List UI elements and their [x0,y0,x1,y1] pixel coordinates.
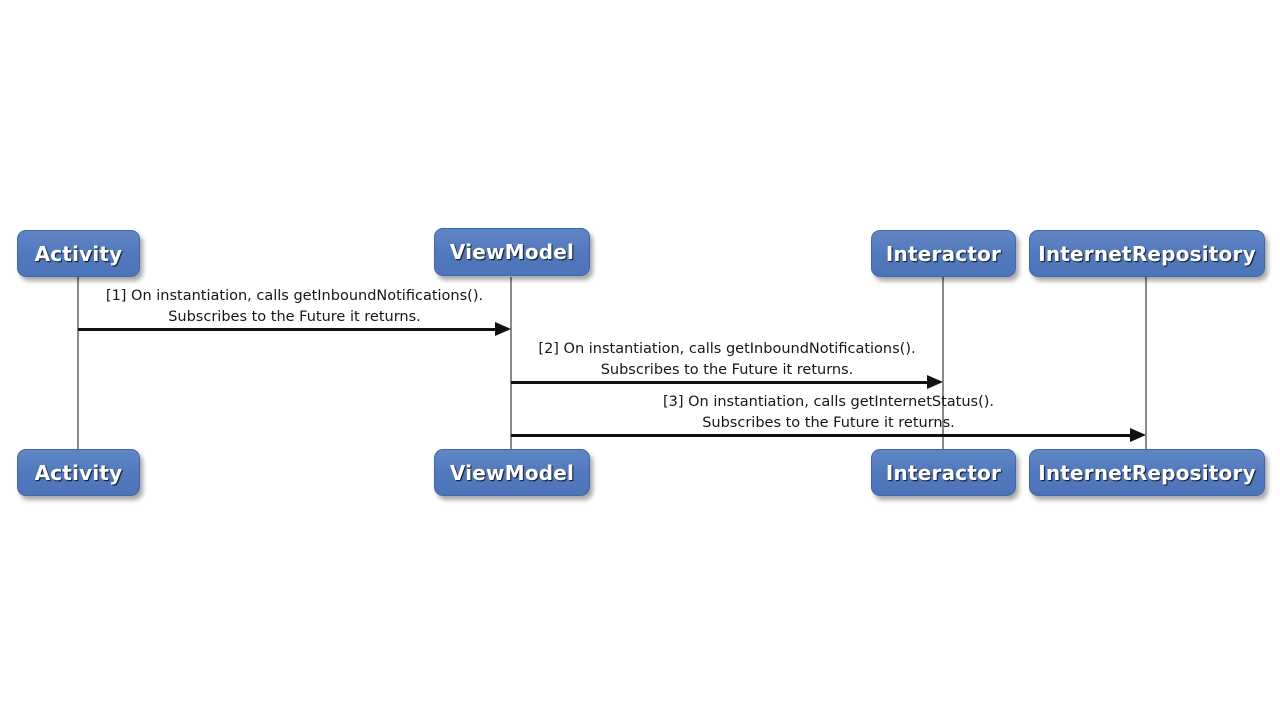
message-arrowhead-2 [927,375,943,389]
participant-label-activity-bottom: Activity [34,460,123,485]
message-label-2-line1: [2] On instantiation, calls getInboundNo… [538,341,916,357]
lifeline-activity [77,277,79,452]
message-label-3-line1: [3] On instantiation, calls getInternetS… [662,394,995,410]
message-label-2: [2] On instantiation, calls getInboundNo… [511,339,943,381]
participant-box-activity-bottom[interactable]: Activity [17,449,140,496]
message-label-3: [3] On instantiation, calls getInternetS… [511,392,1146,434]
participant-box-interactor-top[interactable]: Interactor [871,230,1016,277]
message-label-3-line2: Subscribes to the Future it returns. [702,415,955,431]
participant-box-interactor-bottom[interactable]: Interactor [871,449,1016,496]
participant-label-interactor-bottom: Interactor [885,460,1002,485]
participant-label-internetrepository-bottom: InternetRepository [1038,460,1256,485]
participant-box-viewmodel-top[interactable]: ViewModel [434,228,590,276]
participant-label-viewmodel-bottom: ViewModel [449,460,575,485]
lifeline-viewmodel [510,277,512,452]
message-line-1 [78,328,498,331]
participant-box-internetrepository-top[interactable]: InternetRepository [1029,230,1265,277]
participant-box-internetrepository-bottom[interactable]: InternetRepository [1029,449,1265,496]
participant-label-viewmodel-top: ViewModel [449,240,575,264]
message-arrowhead-3 [1130,428,1146,442]
participant-box-viewmodel-bottom[interactable]: ViewModel [434,449,590,496]
message-label-1-line2: Subscribes to the Future it returns. [168,309,421,325]
participant-box-activity-top[interactable]: Activity [17,230,140,277]
message-arrowhead-1 [495,322,511,336]
participant-label-activity-top: Activity [34,241,123,266]
message-line-3 [511,434,1133,437]
message-label-1: [1] On instantiation, calls getInboundNo… [78,286,511,328]
lifeline-internetrepository [1145,277,1147,452]
participant-label-interactor-top: Interactor [885,241,1002,266]
message-label-1-line1: [1] On instantiation, calls getInboundNo… [105,288,484,304]
participant-label-internetrepository-top: InternetRepository [1038,241,1256,266]
lifeline-interactor [942,277,944,452]
message-line-2 [511,381,930,384]
message-label-2-line2: Subscribes to the Future it returns. [600,362,854,378]
